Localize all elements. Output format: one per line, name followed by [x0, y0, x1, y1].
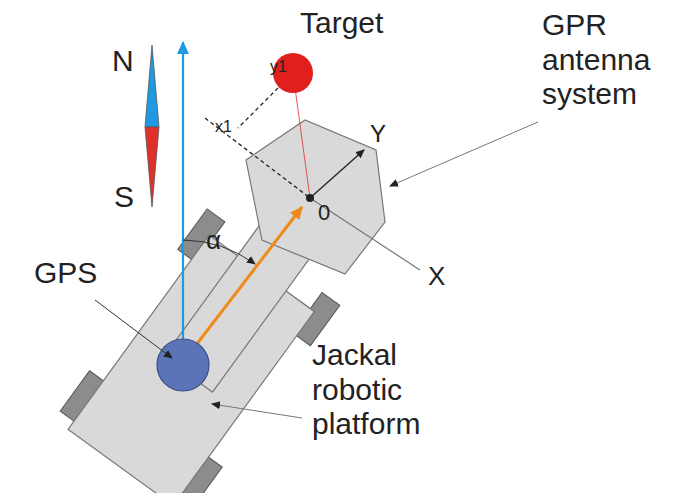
part-label: GPR antenna system: [542, 8, 692, 112]
leader-line: [95, 300, 172, 358]
compass-label: S: [114, 180, 134, 215]
projection-line: [205, 118, 310, 198]
angle-label: α: [206, 226, 221, 256]
x-axis: [310, 198, 420, 270]
compass-south: [145, 127, 159, 207]
compass-label: N: [112, 44, 134, 79]
axis-label: Y: [370, 120, 386, 148]
gps-receiver: [157, 339, 209, 391]
leader-line: [390, 122, 538, 186]
part-label: GPS: [34, 256, 97, 291]
origin-dot: [306, 194, 314, 202]
compass-north: [145, 45, 159, 127]
axis-label: X: [428, 262, 445, 292]
offset-arrow: [183, 207, 302, 362]
coordinate-label: y1: [270, 58, 287, 76]
north-arrow: [182, 42, 184, 362]
y-axis: [310, 150, 364, 198]
target-label: Target: [300, 6, 383, 41]
origin-label: 0: [318, 200, 330, 225]
leader-line: [212, 404, 302, 418]
part-label: Jackal robotic platform: [312, 338, 452, 442]
coordinate-label: x1: [215, 118, 232, 136]
